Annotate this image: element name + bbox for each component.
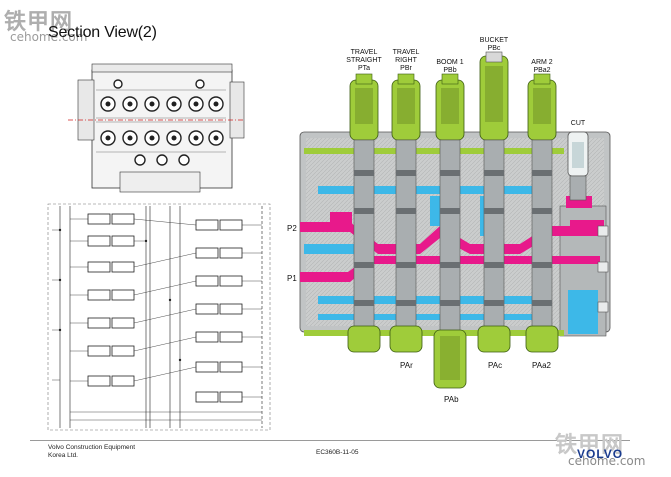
label-cut: CUT	[570, 120, 586, 127]
valve-block-view	[68, 63, 245, 193]
label-travel-right: TRAVEL RIGHT PBr	[392, 49, 420, 72]
page-title: Section View(2)	[48, 24, 157, 41]
spool-boom-1	[433, 73, 467, 389]
label-paa2: PAa2	[532, 361, 551, 370]
port-p1: P1	[287, 274, 297, 283]
label-pab: PAb	[444, 395, 459, 404]
label-arm-2: ARM 2 PBa2	[531, 59, 553, 74]
watermark-bottom-right: 铁甲网	[555, 433, 625, 458]
footer-doc-code: EC360B-11-05	[316, 449, 359, 456]
label-par: PAr	[400, 361, 413, 370]
hydraulic-schematic	[47, 203, 271, 431]
watermark-top-left-sub: cehome.com	[10, 30, 88, 44]
watermark-bottom-right-sub: cehome.com	[568, 454, 646, 468]
label-pac: PAc	[488, 361, 503, 370]
label-bucket: BUCKET PBc	[479, 37, 509, 52]
watermark-top-left: 铁甲网	[4, 10, 74, 35]
volvo-logo: VOLVO	[577, 447, 624, 461]
spool-travel-right	[389, 73, 423, 353]
spool-travel-straight	[347, 73, 381, 353]
port-p2: P2	[287, 224, 297, 233]
spool-bucket	[477, 51, 511, 353]
cut-valve	[567, 131, 589, 201]
footer-company: Volvo Construction Equipment Korea Ltd.	[48, 444, 136, 459]
label-travel-straight: TRAVEL STRAIGHT PTa	[346, 49, 382, 72]
spool-arm-2	[525, 73, 559, 353]
section-view	[299, 51, 611, 389]
label-boom-1: BOOM 1 PBb	[436, 59, 464, 74]
footer-divider	[30, 440, 630, 441]
